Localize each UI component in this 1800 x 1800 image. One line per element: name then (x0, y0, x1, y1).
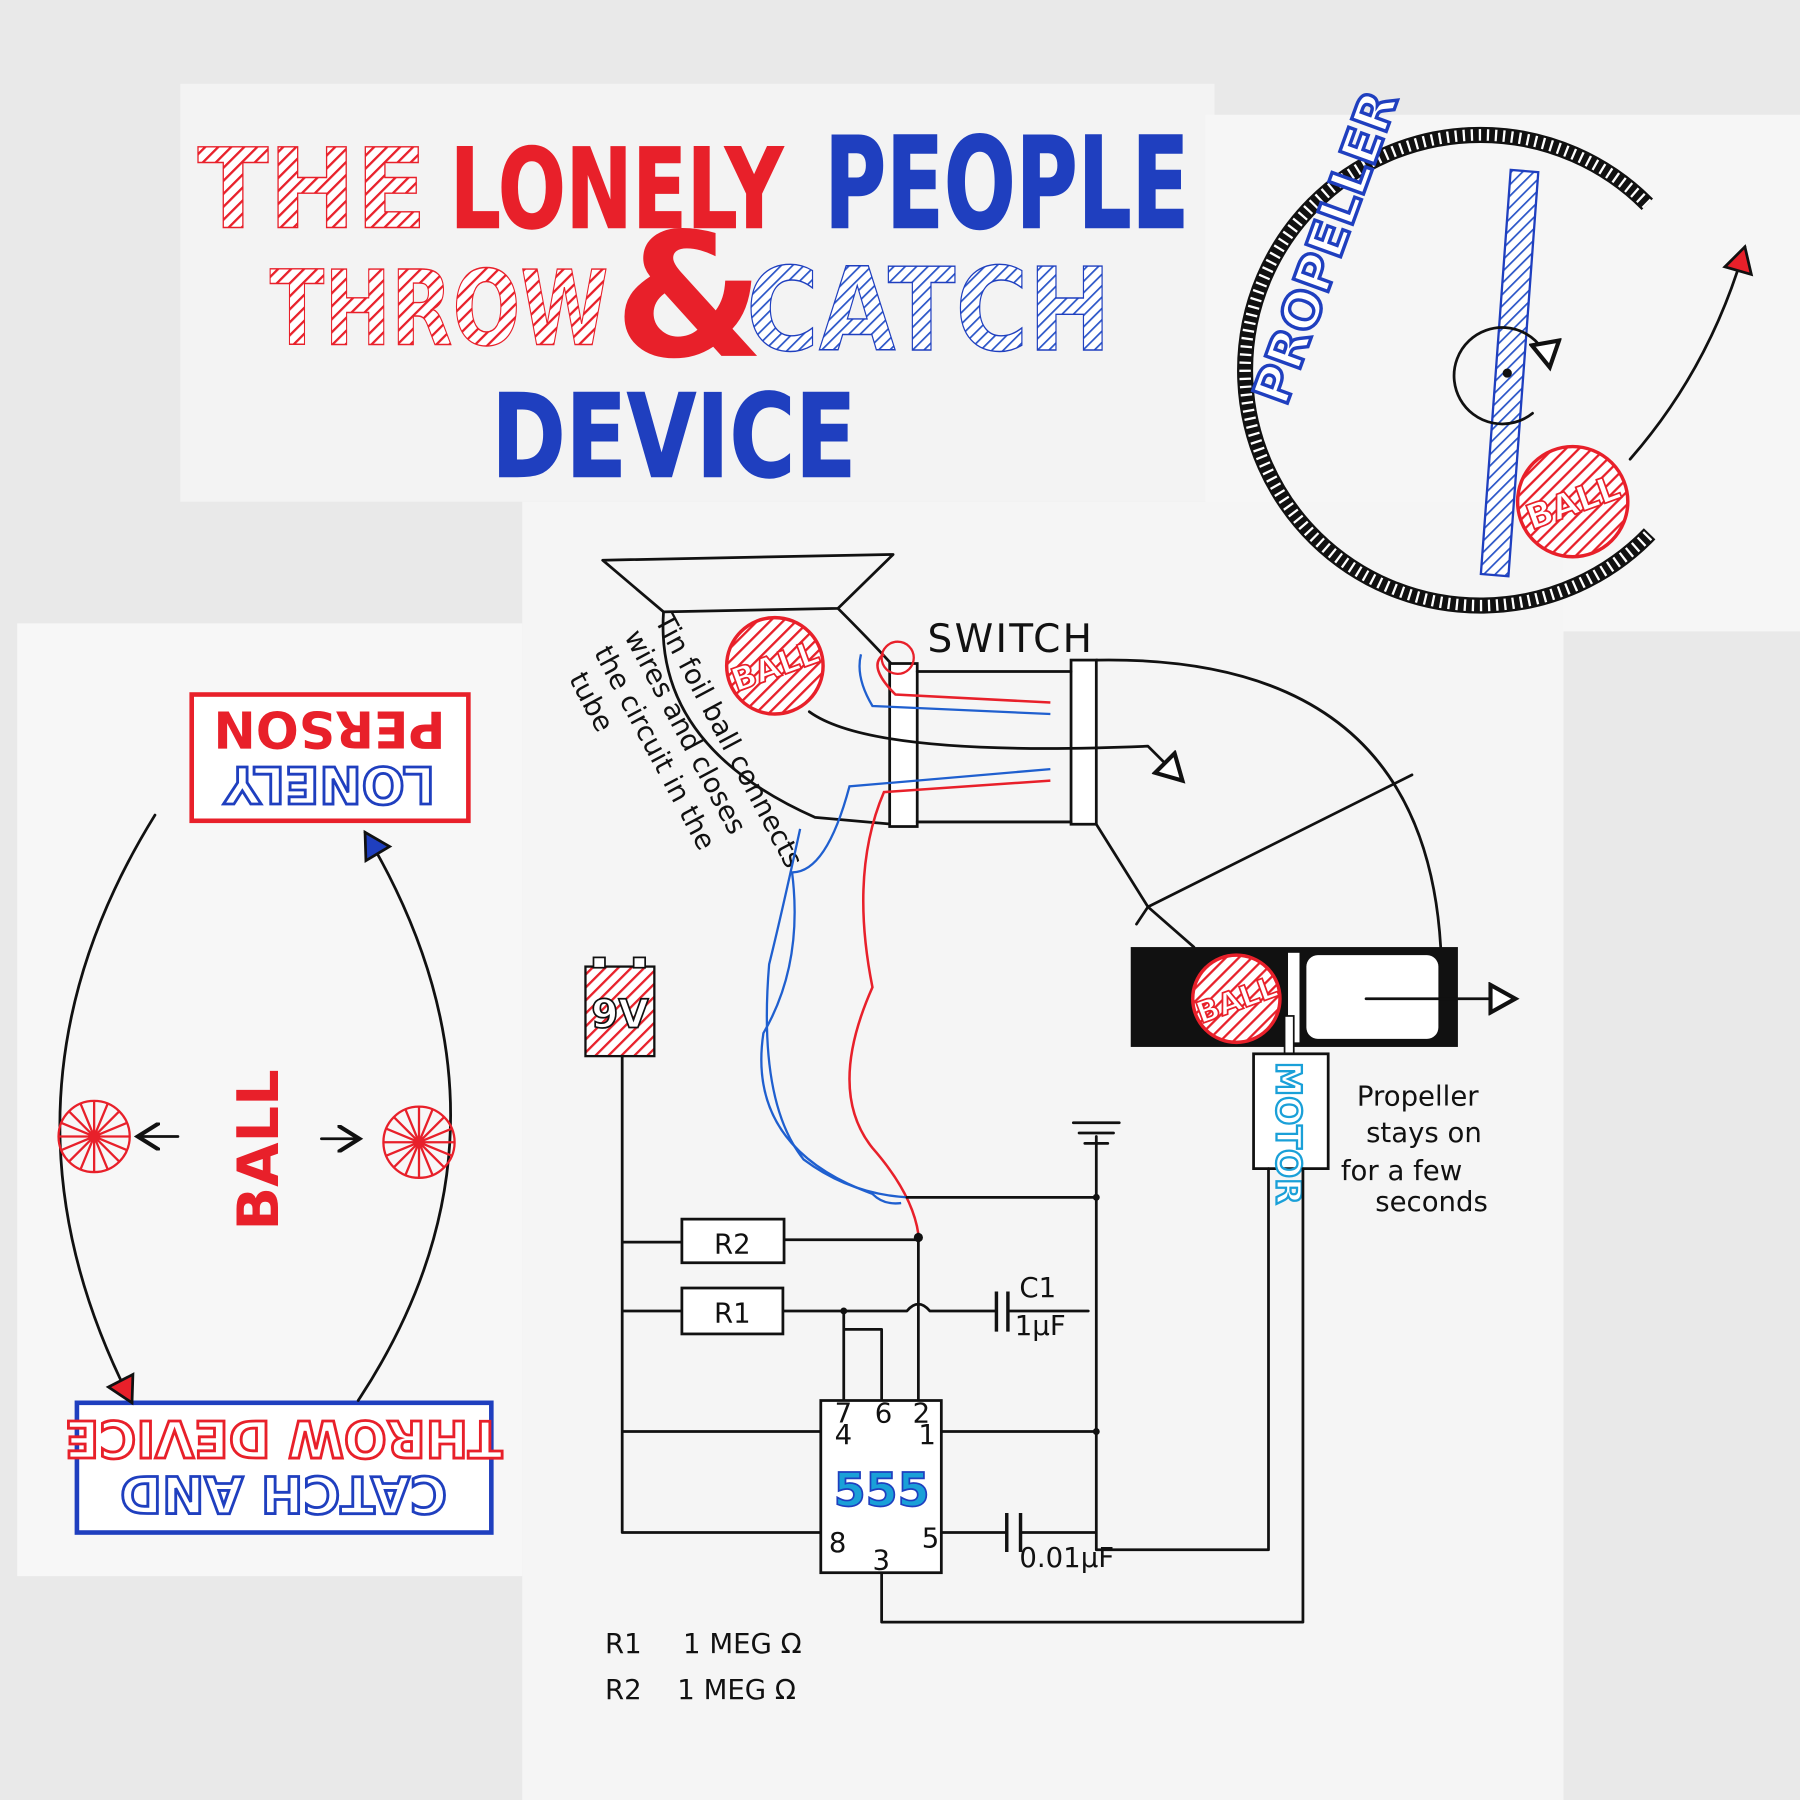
ball-launcher (1191, 953, 1282, 1045)
pin-5: 5 (922, 1522, 940, 1554)
pin-7: 7 (835, 1397, 853, 1429)
lonely-person-box (189, 692, 471, 824)
blue-wire-return (765, 828, 907, 1199)
circuit-diagram: SWITCH BALL Tin foil ball connects wires… (562, 553, 1515, 1706)
propeller-note: Propeller stays on for a few seconds (1341, 1080, 1488, 1218)
title-lonely: LONELY (450, 125, 784, 253)
resistor-r1 (680, 1286, 785, 1336)
motor-label: MOTOR (1268, 1062, 1308, 1205)
switch-tube (915, 670, 1073, 824)
title-device: DEVICE (491, 370, 856, 504)
c1-value: 1µF (1015, 1310, 1066, 1342)
capacitor-c1 (994, 1291, 1010, 1332)
c2-value: 0.01µF (1019, 1542, 1114, 1574)
switch-label: SWITCH (928, 617, 1095, 662)
blue-wire-top (858, 654, 1051, 716)
switch-ring-right (1069, 658, 1098, 826)
legend-r2-name: R2 (605, 1674, 642, 1706)
lonely-person-line1: LONELY (223, 755, 435, 814)
title-ampersand: & (614, 196, 764, 397)
propeller-note-line1: Propeller (1357, 1080, 1479, 1112)
title: THE LONELY PEOPLE THROW & CATCH DEVICE (197, 110, 1190, 505)
title-panel (180, 83, 1215, 502)
usage-illustration: LONELY PERSON CATCH AND THROW DEVICE BAL… (57, 692, 504, 1535)
battery-9v (584, 965, 656, 1058)
red-wire (848, 779, 1051, 1235)
title-catch: CATCH (746, 244, 1111, 378)
ic-555-label: 555 (834, 1463, 930, 1517)
legend-r1-value: 1 MEG Ω (683, 1628, 802, 1660)
junction-dot (1092, 1428, 1100, 1435)
pin-4: 4 (835, 1419, 853, 1451)
title-throw: THROW (270, 249, 609, 369)
battery-terminal (592, 956, 606, 969)
propeller-axle (1502, 368, 1512, 378)
tube-bend-outer (1094, 658, 1443, 949)
capacitor-c2 (1005, 1513, 1023, 1553)
switch-ring-left (888, 662, 919, 828)
c1-label: C1 (1019, 1272, 1056, 1304)
ball-label-left: BALL (225, 1069, 292, 1230)
tube-wall-lower (661, 610, 895, 826)
pin-1: 1 (918, 1419, 936, 1451)
motor (1252, 1052, 1330, 1171)
resistor-r2 (680, 1217, 786, 1265)
ground-icon (1071, 1121, 1121, 1145)
ball-funnel (724, 615, 825, 716)
title-people: PEOPLE (824, 110, 1189, 257)
motor-shaft (1283, 1015, 1295, 1057)
circuit-panel (522, 501, 1564, 1800)
ic-555 (819, 1399, 943, 1575)
blue-wire (760, 767, 1051, 1205)
launch-arrow-icon (1628, 244, 1754, 461)
battery-terminal (632, 956, 647, 969)
launcher-divider (1288, 952, 1300, 1043)
junction-dot (840, 1307, 848, 1315)
pin-8: 8 (829, 1527, 847, 1559)
arc-arrow-right-icon (356, 829, 452, 1402)
pin-6: 6 (875, 1397, 893, 1429)
tube-joint (1135, 773, 1414, 926)
schematic-wires (620, 1054, 1305, 1624)
lonely-person-line2: PERSON (213, 700, 445, 759)
junction-dot (913, 1232, 923, 1243)
red-wire-top (876, 653, 1051, 704)
catch-throw-device-box (74, 1400, 494, 1535)
ball-path-arrow-icon (807, 710, 1182, 781)
ball-wheel-left-icon (57, 1099, 131, 1174)
legend-r2-value: 1 MEG Ω (677, 1674, 796, 1706)
ic-pin-labels: 7 6 2 4 1 8 5 3 (829, 1397, 940, 1576)
pin-3: 3 (872, 1544, 890, 1576)
r2-label: R2 (714, 1229, 751, 1261)
rotation-arrow-icon (1452, 326, 1550, 426)
pin-2: 2 (913, 1397, 931, 1429)
propeller-note-line3: for a few (1341, 1155, 1462, 1187)
propeller-note-line4: seconds (1375, 1186, 1488, 1218)
arc-arrow-left-icon (58, 813, 157, 1406)
component-legend: R1 1 MEG Ω R2 1 MEG Ω (605, 1628, 802, 1706)
device-box-line1: CATCH AND (120, 1464, 447, 1523)
title-the: THE (197, 125, 427, 253)
battery-label: 9V (591, 992, 648, 1037)
ball-wheel-right-icon (382, 1105, 456, 1179)
launcher-window (1306, 955, 1439, 1039)
junction-dot (1092, 1193, 1100, 1201)
device-box-line2: THROW DEVICE (65, 1409, 503, 1468)
tube-wall-upper (836, 607, 895, 668)
legend-r1-name: R1 (605, 1628, 642, 1660)
propeller-note-line2: stays on (1366, 1117, 1482, 1149)
r1-label: R1 (714, 1297, 751, 1329)
drum-hatching (1239, 129, 1654, 612)
ball-propeller (1515, 444, 1630, 559)
